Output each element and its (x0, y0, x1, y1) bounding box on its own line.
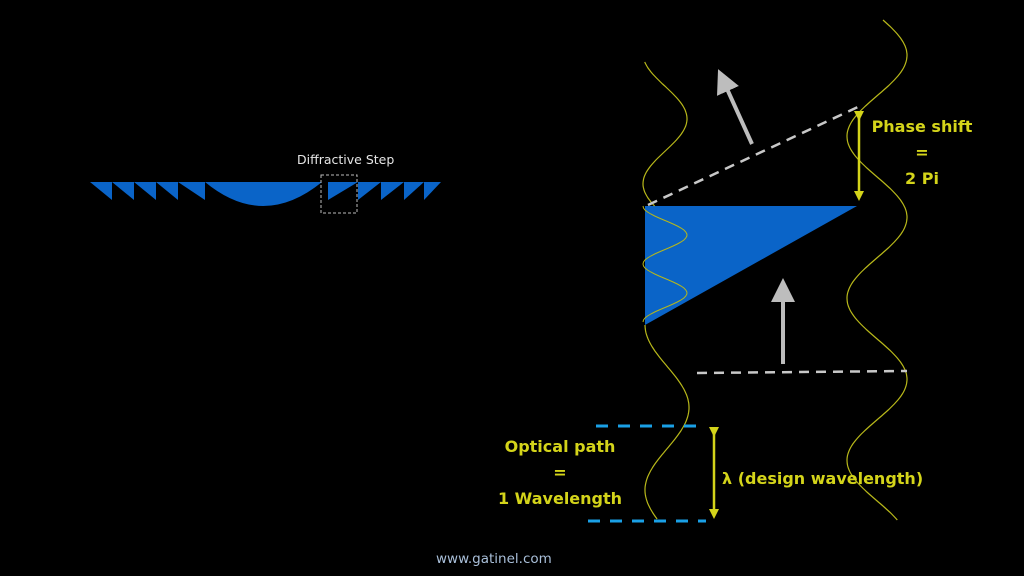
phase-shift-label: Phase shift = 2 Pi (862, 114, 982, 192)
wavefront-inside-step (642, 205, 688, 323)
wavefront-right (846, 19, 908, 521)
diffractive-lens-profile (90, 182, 441, 206)
diffractive-step-highlight-box (320, 174, 358, 214)
sawtooth-zone-right (358, 182, 381, 200)
diffracted-arrow-icon (717, 69, 754, 145)
flat-wavefront-dashed-line (696, 369, 908, 375)
sawtooth-zone-left (156, 182, 178, 200)
optical-path-line-2: = (553, 463, 567, 482)
phase-shift-line-1: Phase shift (871, 117, 973, 136)
phase-shift-line-2: = (915, 143, 929, 162)
design-wavelength-label: λ (design wavelength) (722, 469, 924, 488)
sawtooth-zone-right (404, 182, 424, 200)
central-zone (205, 182, 322, 206)
tilted-wavefront-dashed-line (647, 104, 861, 207)
diffractive-step-label: Diffractive Step (297, 152, 395, 167)
sawtooth-zone-left (90, 182, 112, 200)
sawtooth-zone-left (112, 182, 134, 200)
optical-path-line-3: 1 Wavelength (497, 489, 623, 508)
sawtooth-zone-left (134, 182, 156, 200)
sawtooth-zone-right (424, 182, 441, 200)
sawtooth-zone-left (178, 182, 205, 200)
footer-url[interactable]: www.gatinel.com (436, 551, 552, 567)
optical-path-label: Optical path = 1 Wavelength (490, 434, 630, 512)
incident-wavefront-left (642, 61, 690, 520)
sawtooth-zone-right (328, 182, 358, 200)
optical-path-line-1: Optical path (504, 437, 616, 456)
phase-shift-line-3: 2 Pi (905, 169, 939, 188)
sawtooth-zone-right (381, 182, 404, 200)
step-prism (645, 206, 857, 325)
